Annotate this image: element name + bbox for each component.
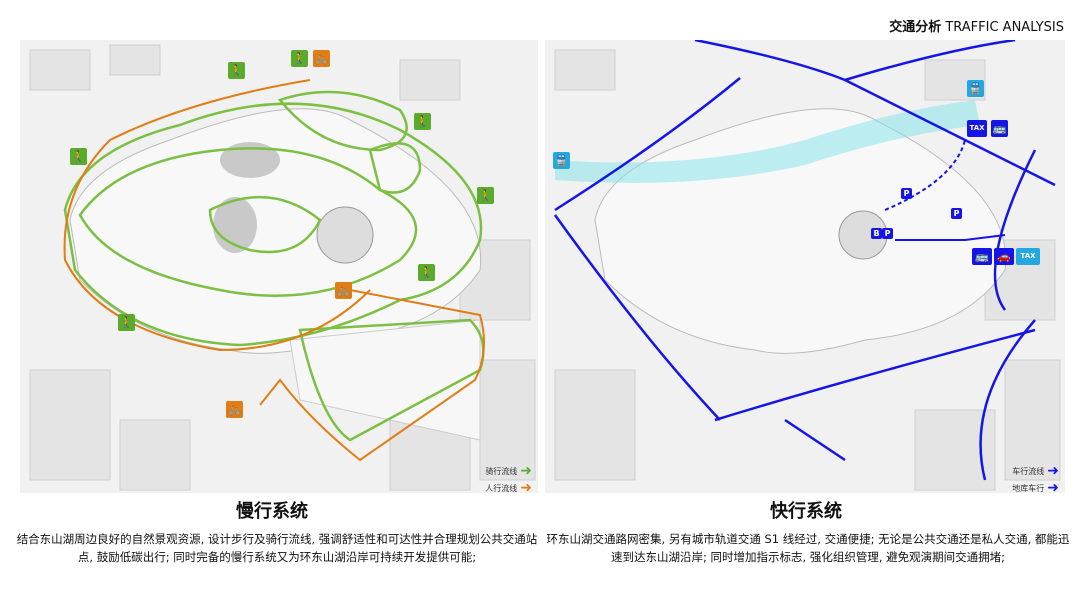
vehicle-route <box>553 40 1056 481</box>
slow-traffic-map <box>29 44 536 491</box>
slow-traffic-title: 慢行系统 <box>236 501 308 522</box>
arrow-icon: ➜ <box>520 480 532 493</box>
slow-traffic-diagram: 🚶 🚶 🚲 🚶 🚶 🚶 🚶 🚲 🚶 🚲 骑行流线➜ 人行流线➜ <box>20 40 538 493</box>
legend-vehicle: 车行流线➜ <box>1012 463 1059 479</box>
taxi-icon: TAX <box>967 120 987 137</box>
walking-route <box>63 79 485 462</box>
bicycle-icon: 🚲 <box>335 282 352 299</box>
taxi-icon: TAX <box>1016 248 1040 265</box>
legend-walking: 人行流线➜ <box>485 480 532 493</box>
legend-cycling: 骑行流线➜ <box>485 463 532 479</box>
pedestrian-icon: 🚶 <box>477 187 494 204</box>
bicycle-icon: 🚲 <box>313 50 330 67</box>
pedestrian-icon: 🚶 <box>291 50 308 67</box>
rail-line-s1 <box>555 100 980 183</box>
arrow-icon: ➜ <box>520 463 532 479</box>
pedestrian-icon: 🚶 <box>414 113 431 130</box>
pedestrian-icon: 🚶 <box>118 314 135 331</box>
parking-icon: P <box>901 188 912 199</box>
bus-icon: 🚌 <box>972 248 992 265</box>
arrow-icon: ➜ <box>1047 463 1059 479</box>
arrow-icon: ➜ <box>1047 480 1059 493</box>
pedestrian-icon: 🚶 <box>70 148 87 165</box>
fast-traffic-map <box>553 40 1061 491</box>
page-title: 交通分析 TRAFFIC ANALYSIS <box>889 20 1064 35</box>
slow-traffic-description: 结合东山湖周边良好的自然景观资源, 设计步行及骑行流线, 强调舒适性和可达性并合… <box>16 532 538 564</box>
car-icon: 🚗 <box>994 248 1014 265</box>
rail-icon: 🚆 <box>553 152 570 169</box>
cycling-route <box>63 90 485 442</box>
fast-traffic-description: 环东山湖交通路网密集, 另有城市轨道交通 S1 线经过, 交通便捷; 无论是公共… <box>546 532 1070 564</box>
parking-icon: P <box>951 208 962 219</box>
bus-icon: B <box>871 228 882 239</box>
bicycle-icon: 🚲 <box>226 401 243 418</box>
rail-icon: 🚆 <box>967 80 984 97</box>
pedestrian-icon: 🚶 <box>228 62 245 79</box>
lake <box>69 108 482 354</box>
parking-icon: P <box>882 228 893 239</box>
bus-icon: 🚌 <box>991 120 1008 137</box>
fast-traffic-diagram: 🚆 🚆 TAX 🚌 🚌 🚗 TAX P P B P 车行流线➜ 地库车行➜ <box>545 40 1065 493</box>
pedestrian-icon: 🚶 <box>418 264 435 281</box>
legend-garage: 地库车行➜ <box>1012 480 1059 493</box>
fast-traffic-title: 快行系统 <box>770 501 842 522</box>
